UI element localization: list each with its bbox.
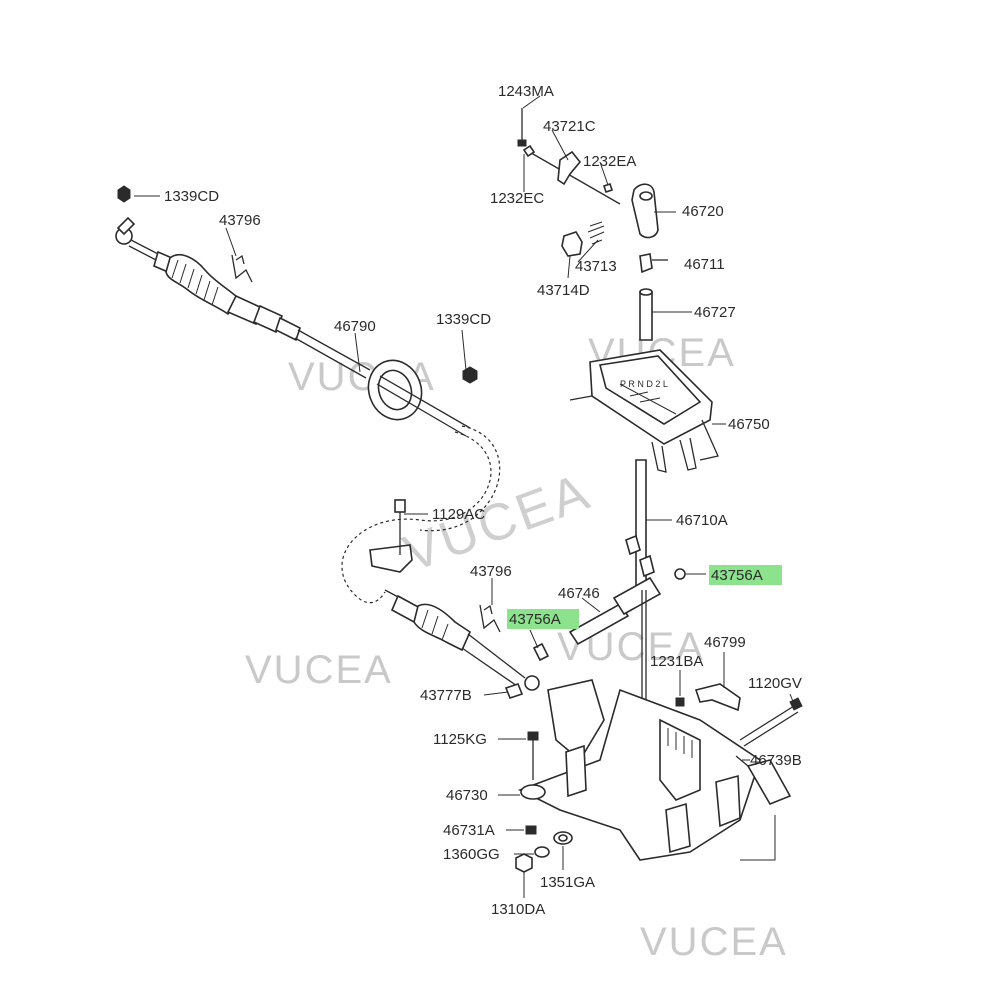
label-1339cd-mid: 1339CD xyxy=(436,311,491,328)
label-46730: 46730 xyxy=(446,787,488,804)
rod-46727 xyxy=(639,291,653,341)
label-43796-top: 43796 xyxy=(219,212,261,229)
label-1232ea: 1232EA xyxy=(583,153,636,170)
shift-cable-assembly xyxy=(115,185,540,699)
bracket-46799 xyxy=(694,683,741,712)
label-46720: 46720 xyxy=(682,203,724,220)
cable-route xyxy=(341,431,492,604)
bushing-43756a-right xyxy=(674,568,686,580)
label-46739b: 46739B xyxy=(750,752,802,769)
indicator-housing: P R N D 2 L xyxy=(569,349,719,473)
bushing-43756a-left xyxy=(532,642,550,662)
label-1120gv: 1120GV xyxy=(748,675,802,692)
tube-46746 xyxy=(568,602,630,646)
label-1232ec: 1232EC xyxy=(490,190,544,207)
nut-46731a xyxy=(525,825,537,835)
lever-top-parts xyxy=(517,108,668,341)
bracket-46730 xyxy=(518,688,761,861)
label-1243ma: 1243MA xyxy=(498,83,554,100)
spring-1232ea xyxy=(602,182,614,194)
clip-46711 xyxy=(639,253,653,274)
label-1360gg: 1360GG xyxy=(443,846,500,863)
nut-1339cd-mid xyxy=(462,366,478,384)
spring-1232ec xyxy=(522,144,536,158)
label-46727: 46727 xyxy=(694,304,736,321)
label-1339cd-top: 1339CD xyxy=(164,188,219,205)
label-43777b: 43777B xyxy=(420,687,472,704)
cable-bracket xyxy=(369,544,413,573)
clip-43796-bottom xyxy=(479,604,501,633)
svg-text:P R N D 2 L: P R N D 2 L xyxy=(620,379,668,389)
label-46746: 46746 xyxy=(558,585,600,602)
label-43756a-right: 43756A xyxy=(711,567,763,584)
bushing-43714d xyxy=(561,231,583,257)
label-1231ba: 1231BA xyxy=(650,653,703,670)
label-46790: 46790 xyxy=(334,318,376,335)
cable-end-eye xyxy=(524,675,540,691)
watermark: VUCEA xyxy=(245,648,393,692)
label-1310da: 1310DA xyxy=(491,901,545,918)
base-bracket xyxy=(515,679,803,873)
highlight-43756a-right xyxy=(709,565,782,585)
label-43721c: 43721C xyxy=(543,118,596,135)
screw-1231ba xyxy=(675,697,685,707)
bracket-46739b xyxy=(746,759,792,805)
label-43796-bottom: 43796 xyxy=(470,563,512,580)
bolt-1129ac xyxy=(394,499,406,513)
label-46799: 46799 xyxy=(704,634,746,651)
label-46750: 46750 xyxy=(728,416,770,433)
watermark: VUCEA xyxy=(640,920,788,964)
label-43713: 43713 xyxy=(575,258,617,275)
label-46731a: 46731A xyxy=(443,822,495,839)
label-46710a: 46710A xyxy=(676,512,728,529)
leader-lines xyxy=(134,95,795,898)
cable-end-boot xyxy=(413,603,472,652)
label-43714d: 43714D xyxy=(537,282,590,299)
bracket-43721c xyxy=(557,150,582,186)
clip-43796-top xyxy=(231,254,253,283)
part-labels: 1243MA 43721C 1232EA 1232EC 46720 43713 … xyxy=(164,83,802,918)
pin-1243ma xyxy=(517,139,527,147)
clip-43777b xyxy=(504,683,524,699)
label-43756a-left: 43756A xyxy=(509,611,561,628)
highlight-43756a-left xyxy=(507,609,579,629)
label-46711: 46711 xyxy=(684,256,725,273)
label-1129ac: 1129AC xyxy=(432,506,485,523)
washer-1360gg xyxy=(534,846,550,858)
bolt-1125kg xyxy=(527,731,539,741)
spring-43713 xyxy=(587,221,605,245)
nut-1310da xyxy=(515,853,533,873)
label-1351ga: 1351GA xyxy=(540,874,595,891)
label-1125kg: 1125KG xyxy=(433,731,487,748)
nut-1339cd-top xyxy=(117,185,131,203)
